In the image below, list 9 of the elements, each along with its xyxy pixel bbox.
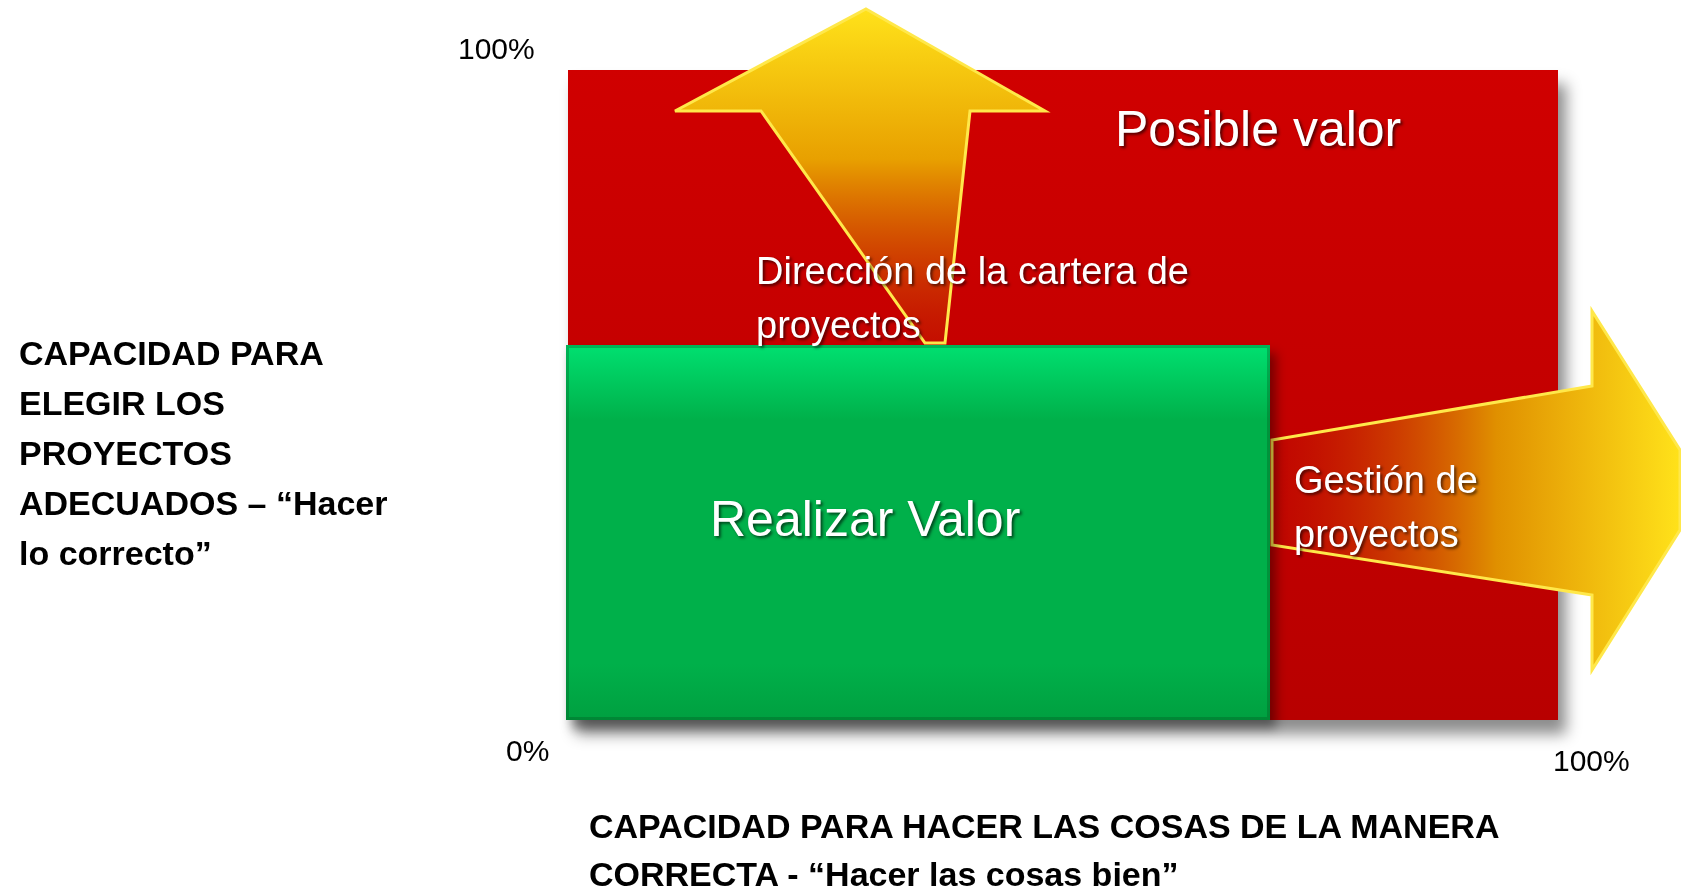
axis-tick-label: 100%	[458, 32, 535, 66]
realized-value-area	[566, 345, 1270, 720]
axis-tick-label: 100%	[1553, 744, 1630, 778]
arrow-label: Gestión de proyectos	[1294, 458, 1479, 557]
axis-tick-label: 0%	[506, 734, 550, 768]
area-label: Posible valor	[1115, 100, 1402, 158]
axis-title: CAPACIDAD PARA ELEGIR LOS PROYECTOS ADECUADOS – “Hacer lo correcto”	[19, 333, 389, 574]
area-label: Realizar Valor	[710, 490, 1021, 548]
axis-title: CAPACIDAD PARA HACER LAS COSAS DE LA MANERA CORRECTA - “Hacer las cosas bien”	[589, 806, 1500, 895]
